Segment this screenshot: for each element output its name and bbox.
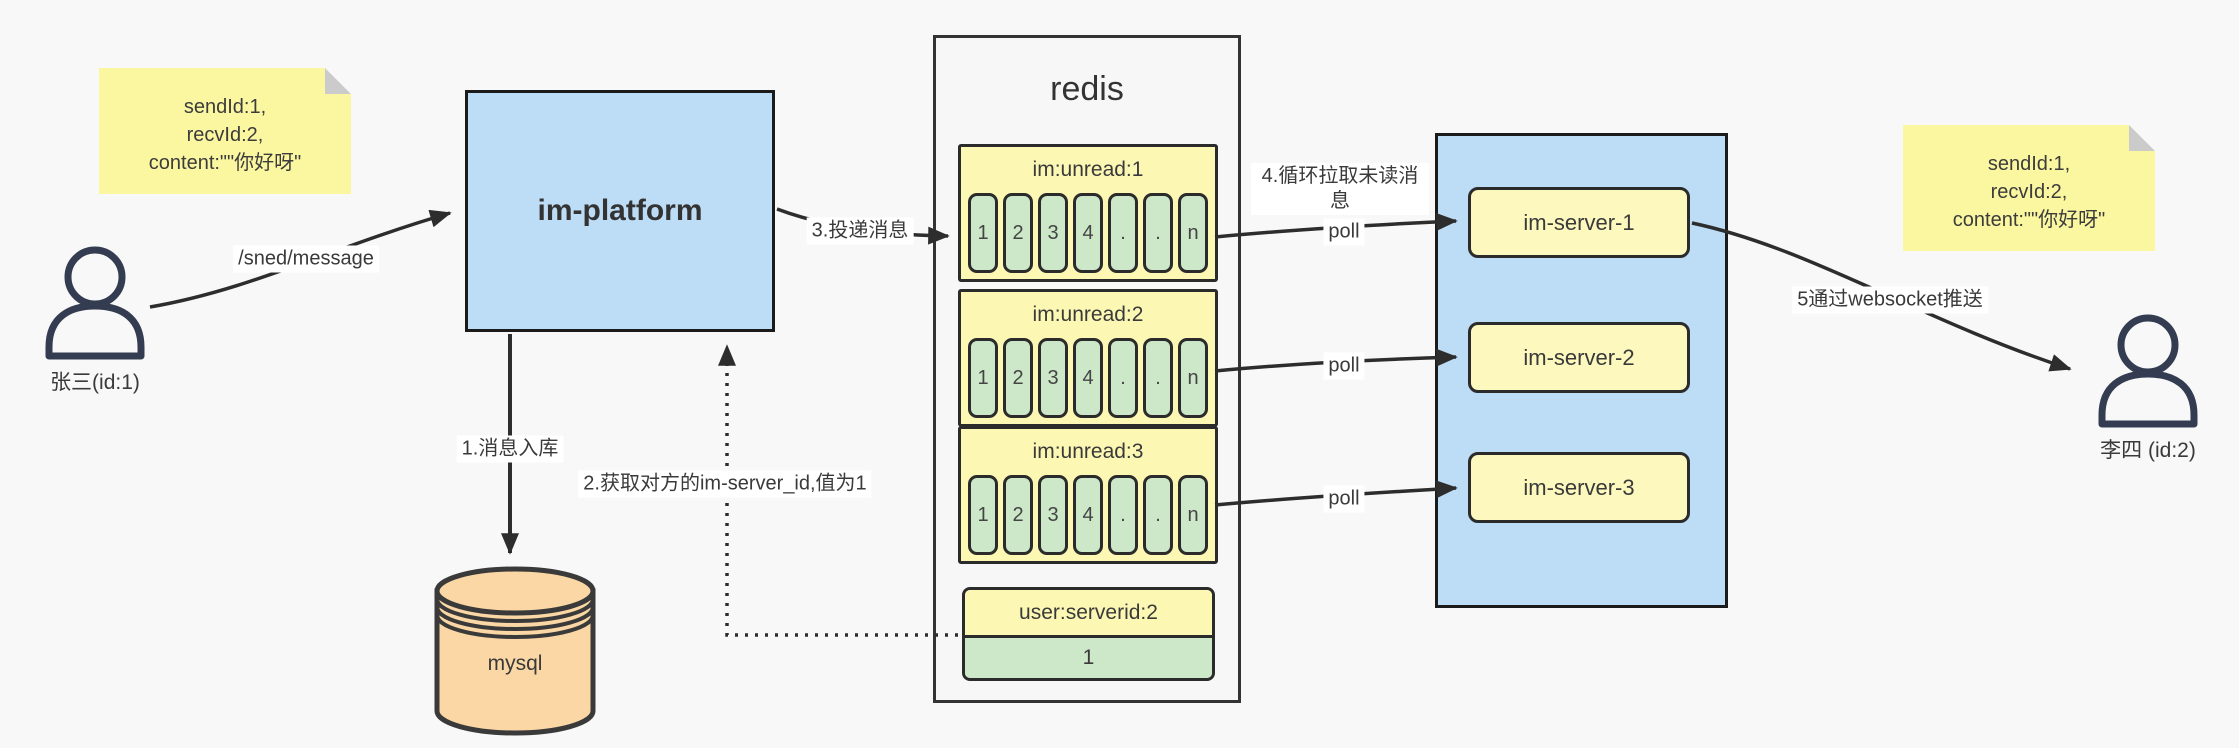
queue-cell: 4 xyxy=(1073,475,1103,555)
user-head xyxy=(2117,314,2179,376)
edge-label-poll-2: poll xyxy=(1323,352,1365,380)
queue-cell: . xyxy=(1143,193,1173,273)
user-head xyxy=(64,246,126,308)
kv-user-serverid: user:serverid:2 1 xyxy=(962,587,1215,681)
queue-cell: 3 xyxy=(1038,193,1068,273)
queue-cells: 1 2 3 4 . . n xyxy=(961,193,1215,273)
edge-label-websocket-push: 5通过websocket推送 xyxy=(1792,286,1988,314)
sticky-note-sender-payload: sendId:1, recvId:2, content:""你好呀" xyxy=(99,68,351,194)
queue-cell: 1 xyxy=(968,338,998,418)
note-line: recvId:2, xyxy=(186,124,264,146)
queue-cell: 2 xyxy=(1003,193,1033,273)
user-body xyxy=(2098,370,2198,428)
im-server-2-node: im-server-2 xyxy=(1468,322,1690,393)
im-server-label: im-server-2 xyxy=(1523,344,1635,370)
im-server-3-node: im-server-3 xyxy=(1468,452,1690,523)
note-line: sendId:1, xyxy=(183,96,267,118)
edge-label-poll-3: poll xyxy=(1323,485,1365,513)
database-cylinder-icon xyxy=(434,566,596,736)
queue-cell: n xyxy=(1178,475,1208,555)
kv-value: 1 xyxy=(965,638,1212,678)
queue-cell: . xyxy=(1108,338,1138,418)
disk-line xyxy=(435,598,595,623)
queue-cell: 3 xyxy=(1038,475,1068,555)
edge-label-deliver: 3.投递消息 xyxy=(806,217,914,245)
im-platform-node: im-platform xyxy=(465,90,775,332)
queue-cells: 1 2 3 4 . . n xyxy=(961,338,1215,418)
note-line: content:""你好呀" xyxy=(148,152,302,174)
mysql-label: mysql xyxy=(487,652,543,675)
queue-cell: . xyxy=(1143,475,1173,555)
queue-im-unread-1: im:unread:1 1 2 3 4 . . n xyxy=(958,144,1218,282)
user-body xyxy=(45,302,145,360)
edge-label-get-server-id: 2.获取对方的im-server_id,值为1 xyxy=(578,470,872,498)
disk-line xyxy=(435,606,595,631)
receiver-label: 李四 (id:2) xyxy=(2100,439,2196,462)
im-server-label: im-server-3 xyxy=(1523,474,1635,500)
redis-title: redis xyxy=(1050,70,1124,108)
queue-cell: . xyxy=(1143,338,1173,418)
cylinder-top xyxy=(434,566,596,616)
queue-cell: 2 xyxy=(1003,338,1033,418)
queue-name: im:unread:3 xyxy=(1032,440,1144,463)
queue-cell: . xyxy=(1108,193,1138,273)
disk-line xyxy=(435,614,595,639)
queue-cells: 1 2 3 4 . . n xyxy=(961,475,1215,555)
edge-label-store: 1.消息入库 xyxy=(456,435,564,463)
queue-cell: 4 xyxy=(1073,338,1103,418)
queue-cell: 3 xyxy=(1038,338,1068,418)
im-server-1-node: im-server-1 xyxy=(1468,187,1690,258)
edge-label-poll-1: poll xyxy=(1323,218,1365,246)
queue-im-unread-2: im:unread:2 1 2 3 4 . . n xyxy=(958,289,1218,427)
im-server-label: im-server-1 xyxy=(1523,209,1635,235)
queue-name: im:unread:2 xyxy=(1032,303,1144,326)
queue-cell: n xyxy=(1178,338,1208,418)
queue-im-unread-3: im:unread:3 1 2 3 4 . . n xyxy=(958,426,1218,564)
queue-cell: . xyxy=(1108,475,1138,555)
queue-cell: 1 xyxy=(968,193,998,273)
edge-label-poll-loop: 4.循环拉取未读消息 xyxy=(1251,163,1429,215)
user-icon xyxy=(2098,314,2198,428)
sender-label: 张三(id:1) xyxy=(50,371,140,394)
note-line: sendId:1, xyxy=(1987,153,2071,175)
queue-cell: 1 xyxy=(968,475,998,555)
sticky-note-receiver-payload: sendId:1, recvId:2, content:""你好呀" xyxy=(1903,125,2155,251)
queue-cell: 2 xyxy=(1003,475,1033,555)
queue-name: im:unread:1 xyxy=(1032,158,1144,181)
queue-cell: n xyxy=(1178,193,1208,273)
im-platform-label: im-platform xyxy=(537,194,703,227)
user-icon xyxy=(45,246,145,360)
edge-label-send: /sned/message xyxy=(233,245,379,273)
note-line: recvId:2, xyxy=(1990,181,2068,203)
queue-cell: 4 xyxy=(1073,193,1103,273)
kv-key: user:serverid:2 xyxy=(965,590,1212,638)
note-line: content:""你好呀" xyxy=(1952,209,2106,231)
